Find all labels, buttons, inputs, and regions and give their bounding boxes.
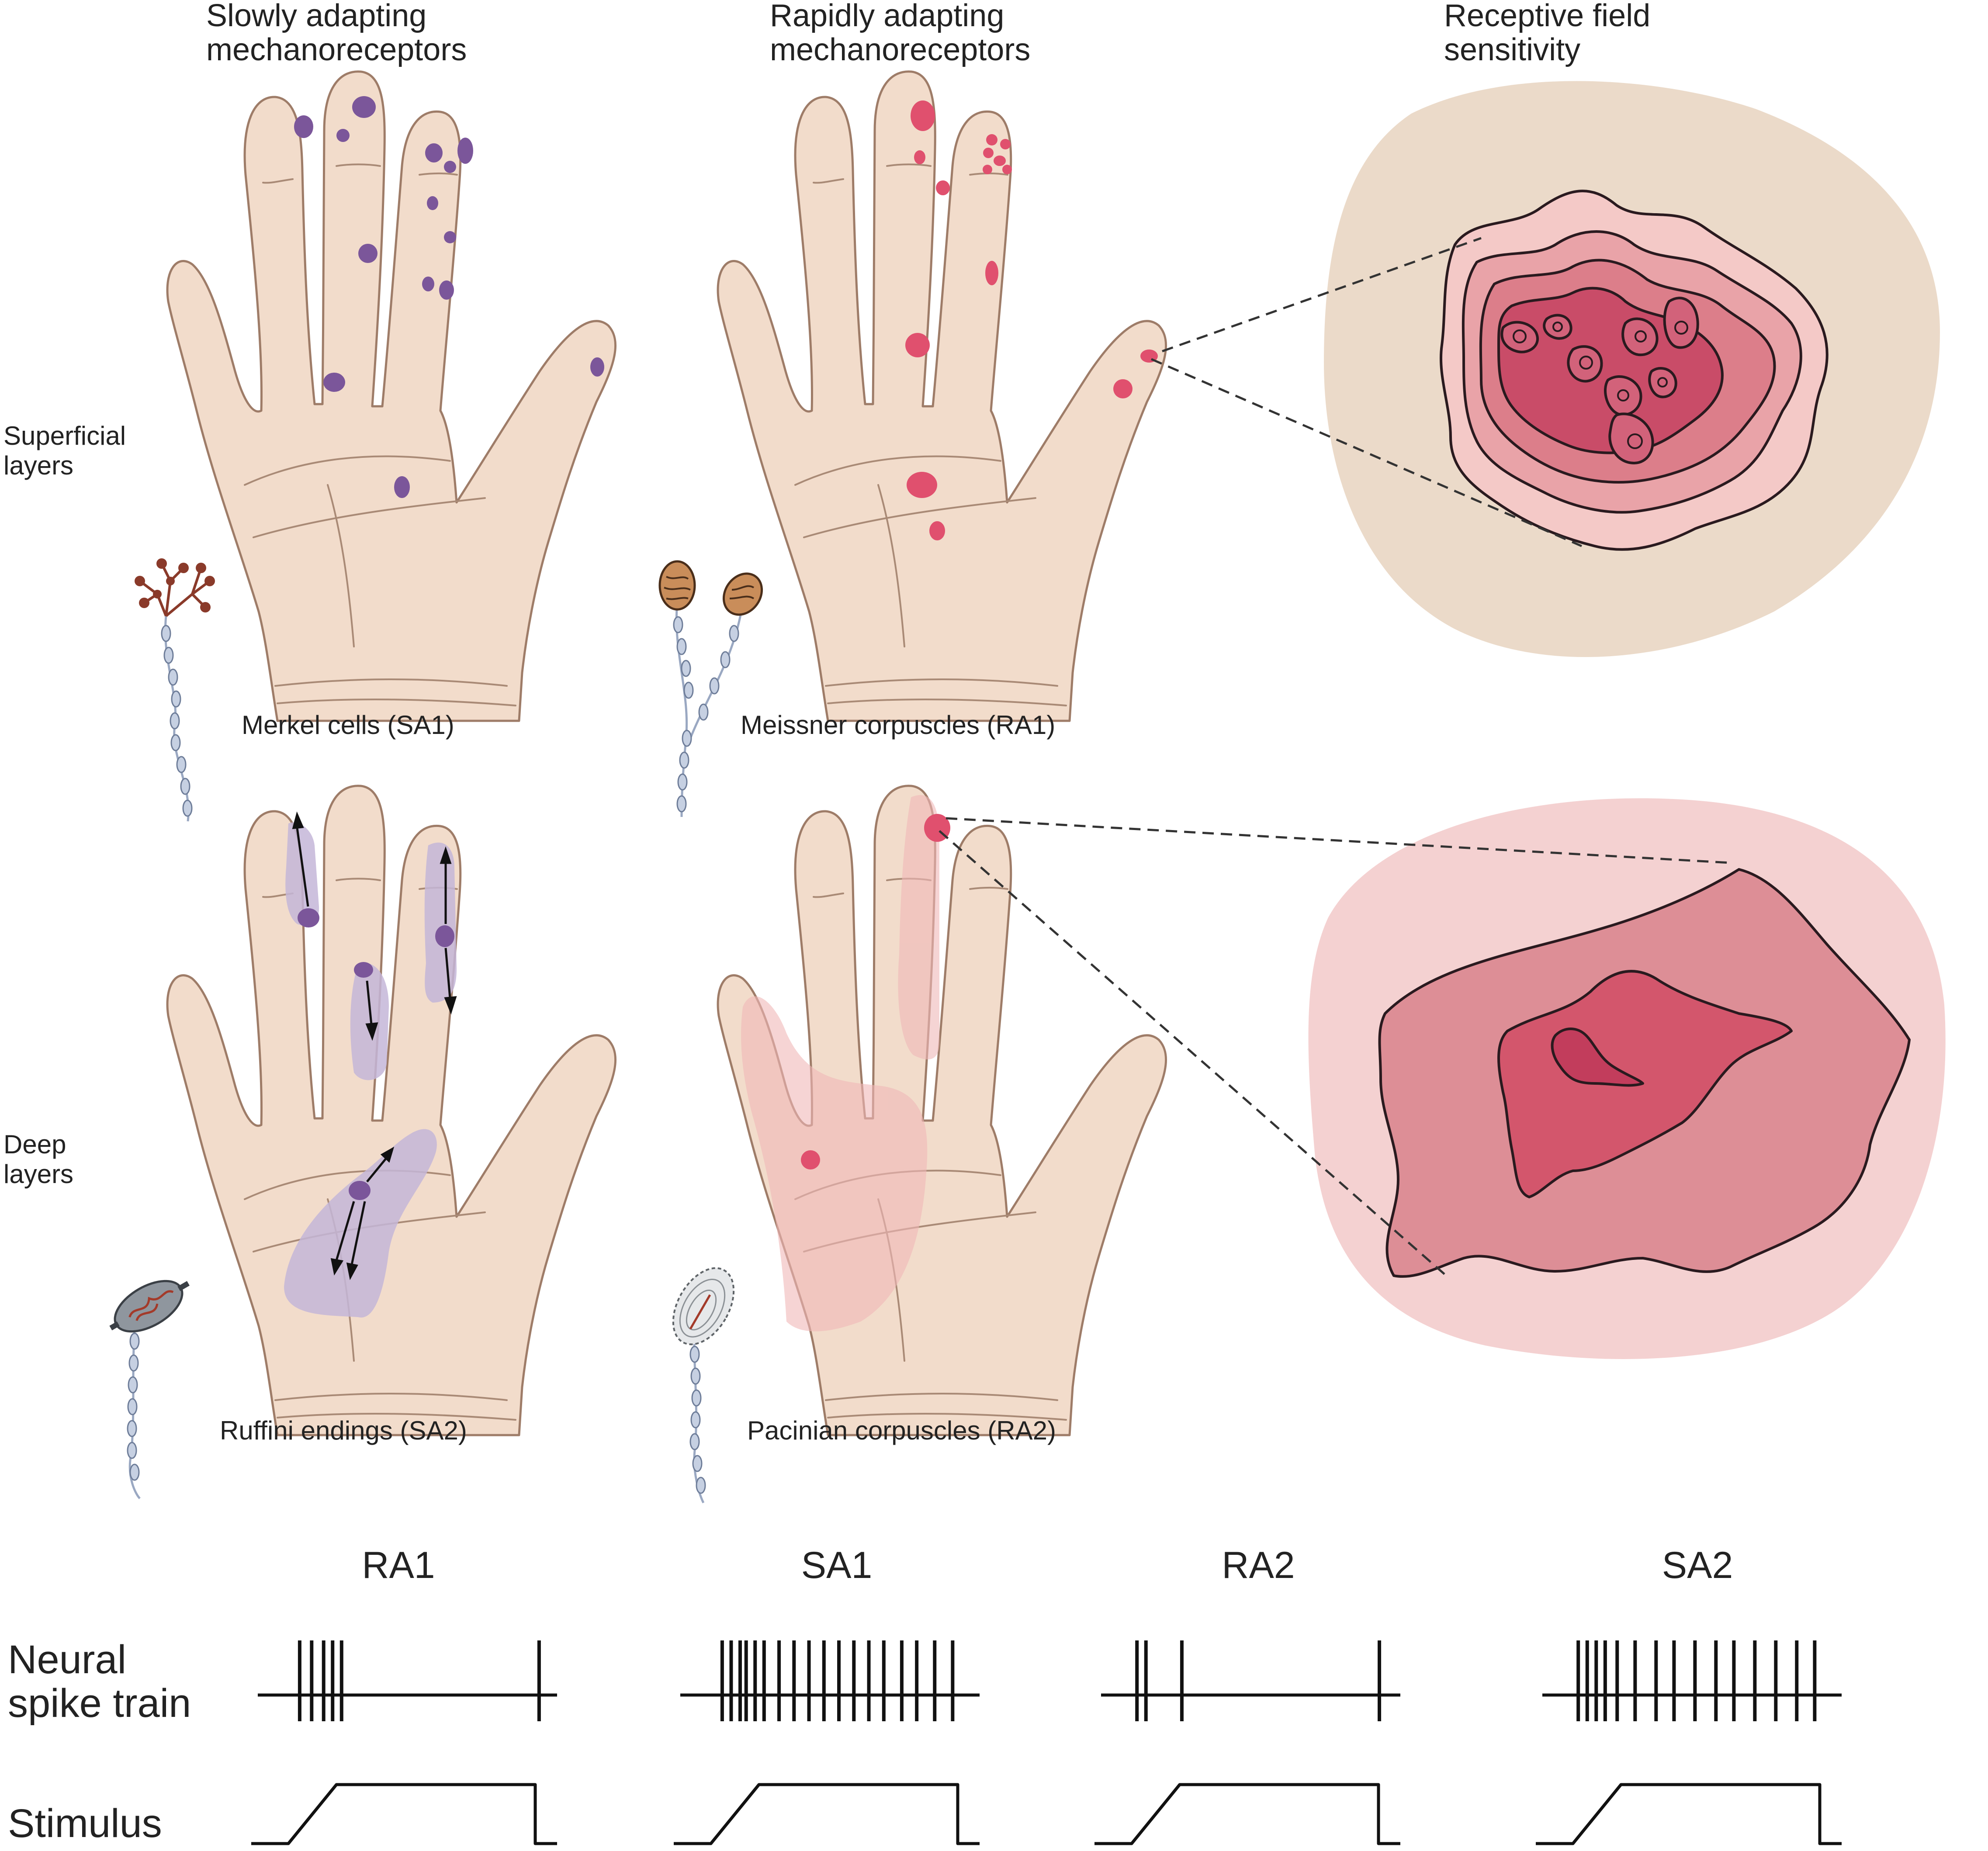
hand-merkel: [167, 72, 616, 721]
hand-meissner: [718, 72, 1166, 721]
trace-column-ra2: RA2: [1094, 1544, 1400, 1845]
hand-outline: [718, 72, 1166, 721]
row-label-deep: Deep layers: [3, 1130, 73, 1189]
stimulus-waveform: [1094, 1783, 1400, 1845]
trace-title: RA2: [1222, 1544, 1295, 1586]
trace-column-sa2: SA2: [1536, 1544, 1842, 1845]
svg-text:Superficial: Superficial: [3, 421, 126, 450]
merkel-receptors: [294, 96, 604, 498]
caption-merkel: Merkel cells (SA1): [242, 710, 454, 740]
trace-title: SA2: [1662, 1544, 1733, 1586]
spike-train-label-line2: spike train: [8, 1681, 191, 1726]
spike-group: [1576, 1640, 1817, 1721]
caption-pacinian: Pacinian corpuscles (RA2): [747, 1416, 1056, 1445]
hand-outline: [167, 72, 616, 721]
trace-column-ra1: RA1: [251, 1544, 557, 1845]
stretch-arrows: [292, 811, 457, 1280]
spike-group: [1135, 1640, 1382, 1721]
header-slowly-adapting: Slowly adapting mechanoreceptors: [206, 0, 467, 67]
trace-column-sa1: SA1: [674, 1544, 980, 1845]
svg-text:Receptive field: Receptive field: [1444, 0, 1650, 33]
svg-text:layers: layers: [3, 1159, 73, 1189]
meissner-corpuscle-icon: [658, 560, 763, 817]
palm-creases: [244, 163, 516, 706]
stimulus-waveform: [1536, 1783, 1842, 1845]
svg-text:Deep: Deep: [3, 1130, 66, 1159]
stimulus-label: Stimulus: [8, 1801, 162, 1846]
merkel-ending-icon: [135, 558, 215, 822]
caption-ruffini: Ruffini endings (SA2): [220, 1416, 467, 1445]
ruffini-ending-icon: [109, 1280, 190, 1499]
field-hotspots: [1500, 297, 1699, 464]
zoom-lines: [939, 237, 1731, 1277]
hand-pacinian: [718, 786, 1166, 1435]
receptive-field-deep: [1308, 798, 1946, 1359]
spike-group: [720, 1640, 955, 1721]
spike-train-label: Neural: [8, 1637, 126, 1682]
svg-text:Slowly adapting: Slowly adapting: [206, 0, 426, 33]
pacinian-fields: [741, 795, 939, 1332]
receptive-field-superficial: [1324, 81, 1940, 657]
caption-meissner: Meissner corpuscles (RA1): [741, 710, 1055, 740]
svg-text:mechanoreceptors: mechanoreceptors: [770, 32, 1030, 67]
ruffini-receptors: [298, 908, 454, 1200]
header-receptive-field: Receptive field sensitivity: [1444, 0, 1650, 67]
palm-creases: [244, 878, 516, 1421]
meissner-receptors: [905, 100, 1158, 540]
svg-text:layers: layers: [3, 451, 73, 480]
hand-outline: [167, 786, 616, 1435]
pacinian-corpuscle-icon: [672, 1267, 735, 1504]
trace-title: SA1: [801, 1544, 873, 1586]
row-label-superficial: Superficial layers: [3, 421, 126, 480]
spike-group: [298, 1640, 541, 1721]
trace-title: RA1: [362, 1544, 435, 1586]
trace-row-labels: Neural spike train Stimulus: [8, 1637, 191, 1846]
svg-text:sensitivity: sensitivity: [1444, 32, 1580, 67]
stimulus-waveform: [251, 1783, 557, 1845]
header-rapidly-adapting: Rapidly adapting mechanoreceptors: [770, 0, 1030, 67]
stimulus-waveform: [674, 1783, 980, 1845]
svg-text:Rapidly adapting: Rapidly adapting: [770, 0, 1004, 33]
hand-ruffini: [167, 786, 616, 1435]
svg-text:mechanoreceptors: mechanoreceptors: [206, 32, 467, 67]
field-hotspot-centers: [1513, 321, 1688, 449]
